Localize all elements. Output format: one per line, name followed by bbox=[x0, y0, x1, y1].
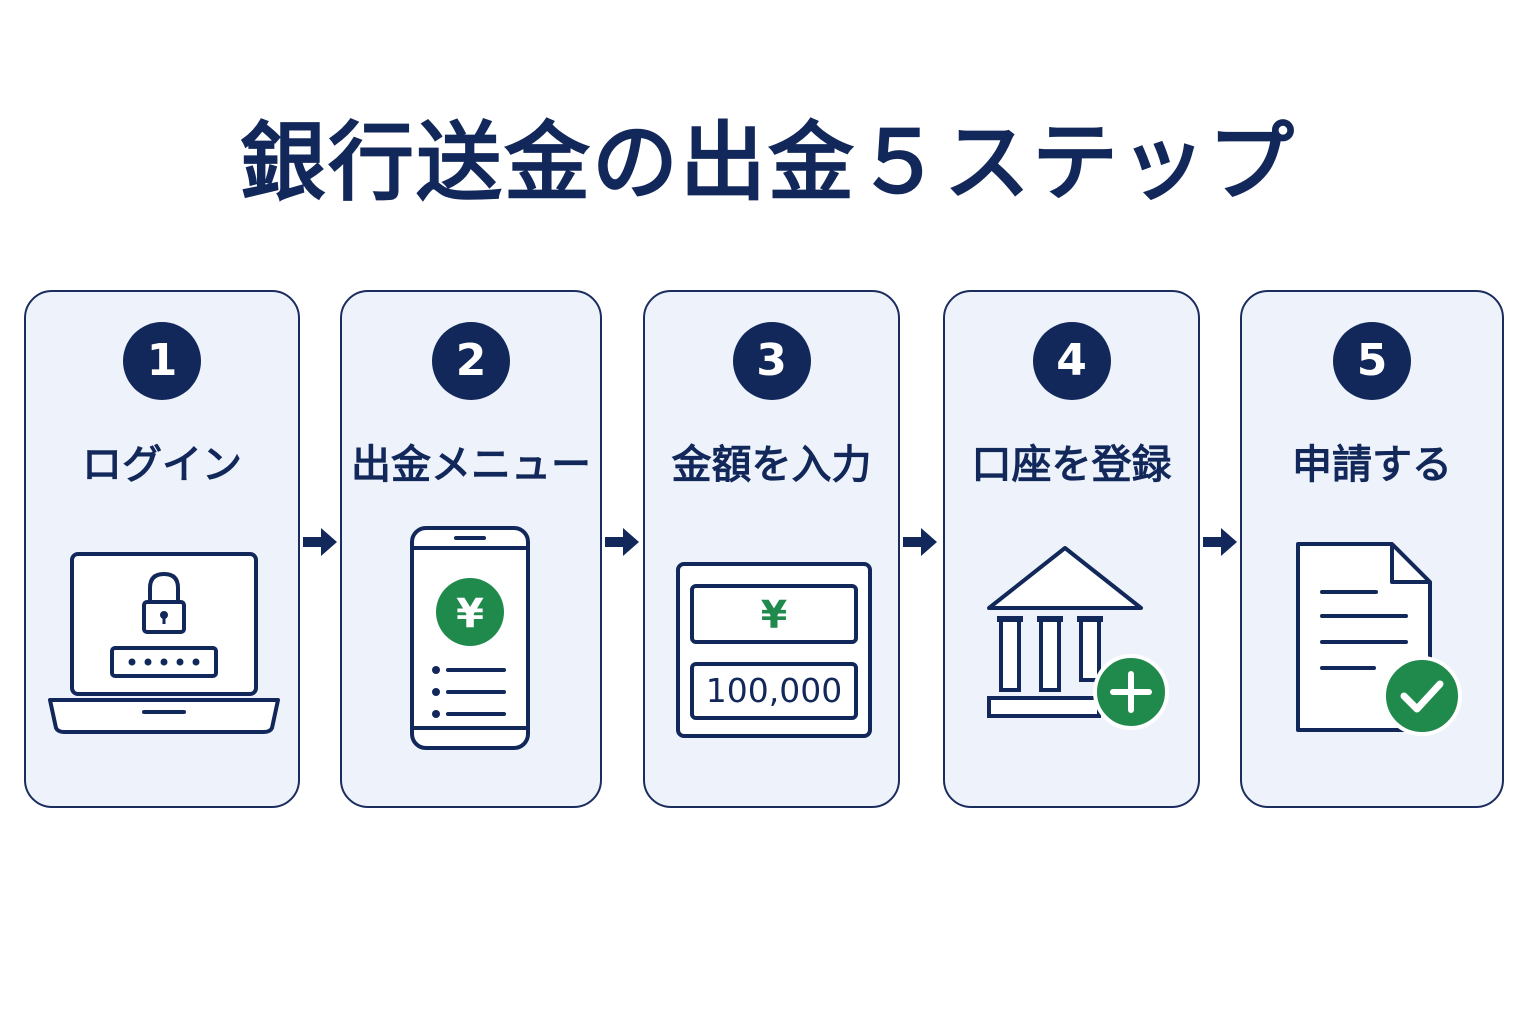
arrow-right-icon bbox=[903, 528, 937, 556]
step-card-3: 3 金額を入力 ¥ 100,000 bbox=[643, 290, 900, 808]
amount-input-icon bbox=[676, 562, 872, 738]
step-label-2: 出金メニュー bbox=[351, 442, 591, 488]
step-number-4: 4 bbox=[1032, 322, 1111, 400]
svg-text:¥: ¥ bbox=[456, 591, 484, 637]
step-number-3: 3 bbox=[732, 322, 811, 400]
arrow-right-icon bbox=[1203, 528, 1237, 556]
arrow-right-icon bbox=[605, 528, 639, 556]
step-card-2: 2 出金メニュー ¥ bbox=[340, 290, 602, 808]
amount-value: 100,000 bbox=[705, 671, 843, 710]
smartphone-yen-icon: ¥ bbox=[410, 526, 530, 750]
step-number-2: 2 bbox=[432, 322, 510, 400]
page-title: 銀行送金の出金５ステップ bbox=[240, 113, 1296, 213]
step-card-4: 4 口座を登録 bbox=[943, 290, 1200, 808]
step-label-5: 申請する bbox=[1292, 442, 1452, 488]
step-label-3: 金額を入力 bbox=[671, 442, 872, 488]
document-check-icon bbox=[1296, 542, 1462, 736]
bank-add-icon bbox=[987, 546, 1169, 730]
arrow-right-icon bbox=[303, 528, 337, 556]
step-card-1: 1 ログイン bbox=[24, 290, 300, 808]
step-label-4: 口座を登録 bbox=[971, 442, 1172, 488]
step-label-1: ログイン bbox=[82, 442, 242, 488]
step-number-1: 1 bbox=[123, 322, 201, 400]
step-card-5: 5 申請する bbox=[1240, 290, 1504, 808]
step-number-5: 5 bbox=[1333, 322, 1411, 400]
laptop-lock-icon bbox=[48, 552, 280, 734]
currency-symbol: ¥ bbox=[760, 593, 788, 637]
